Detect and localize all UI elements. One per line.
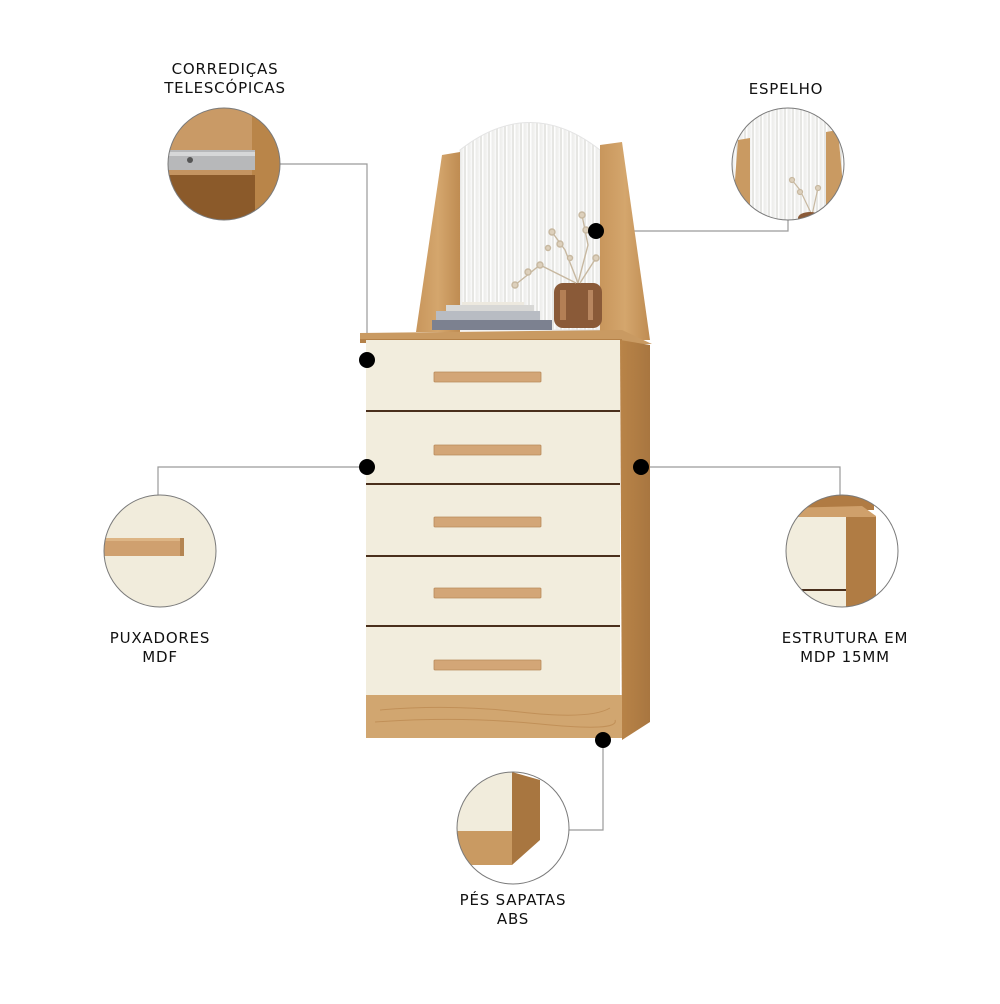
marker-structure — [633, 459, 649, 475]
book-bottom — [432, 320, 552, 330]
handle-4 — [433, 587, 542, 599]
leader-line-mirror — [596, 220, 789, 232]
label-handles-line1: PUXADORES — [109, 629, 211, 647]
handle-1 — [433, 371, 542, 383]
label-feet: PÉS SAPATAS ABS — [438, 891, 588, 929]
dresser-body — [360, 330, 652, 740]
label-handles: PUXADORES MDF — [95, 629, 225, 667]
label-mirror: ESPELHO — [736, 80, 836, 99]
inset-slides — [168, 108, 280, 220]
label-structure-line2: MDP 15MM — [800, 648, 890, 666]
label-slides: CORREDIÇAS TELESCÓPICAS — [145, 60, 305, 98]
leader-line-structure — [641, 466, 841, 495]
drawer-handles — [433, 371, 542, 671]
label-structure-line1: ESTRUTURA EM — [781, 629, 909, 647]
handle-3 — [433, 516, 542, 528]
label-handles-line2: MDF — [142, 648, 178, 666]
mirror-right-support — [600, 142, 650, 340]
book-middle — [436, 311, 540, 320]
label-mirror-line1: ESPELHO — [748, 80, 824, 98]
marker-handles — [359, 459, 375, 475]
inset-mirror — [732, 108, 844, 220]
leader-line-feet — [569, 740, 604, 831]
marker-feet — [595, 732, 611, 748]
label-feet-line2: ABS — [496, 910, 530, 928]
label-feet-line1: PÉS SAPATAS — [459, 891, 567, 909]
inset-feet — [457, 772, 569, 884]
book-top — [446, 305, 534, 311]
label-slides-line1: CORREDIÇAS — [171, 60, 279, 78]
mirror-assembly — [416, 122, 650, 340]
inset-handles — [104, 495, 216, 607]
label-slides-line2: TELESCÓPICAS — [164, 79, 286, 97]
marker-slides — [359, 352, 375, 368]
leader-lines — [157, 163, 841, 831]
leader-line-handles — [157, 466, 367, 495]
dresser-plinth — [366, 695, 622, 738]
mirror-left-support — [416, 152, 460, 332]
handle-2 — [433, 444, 542, 456]
marker-dots — [359, 223, 649, 748]
label-structure: ESTRUTURA EM MDP 15MM — [770, 629, 920, 667]
leader-line-slides — [280, 163, 368, 360]
handle-5 — [433, 659, 542, 671]
dresser-side-panel — [620, 340, 650, 740]
dried-flowers — [511, 211, 600, 289]
marker-mirror — [588, 223, 604, 239]
